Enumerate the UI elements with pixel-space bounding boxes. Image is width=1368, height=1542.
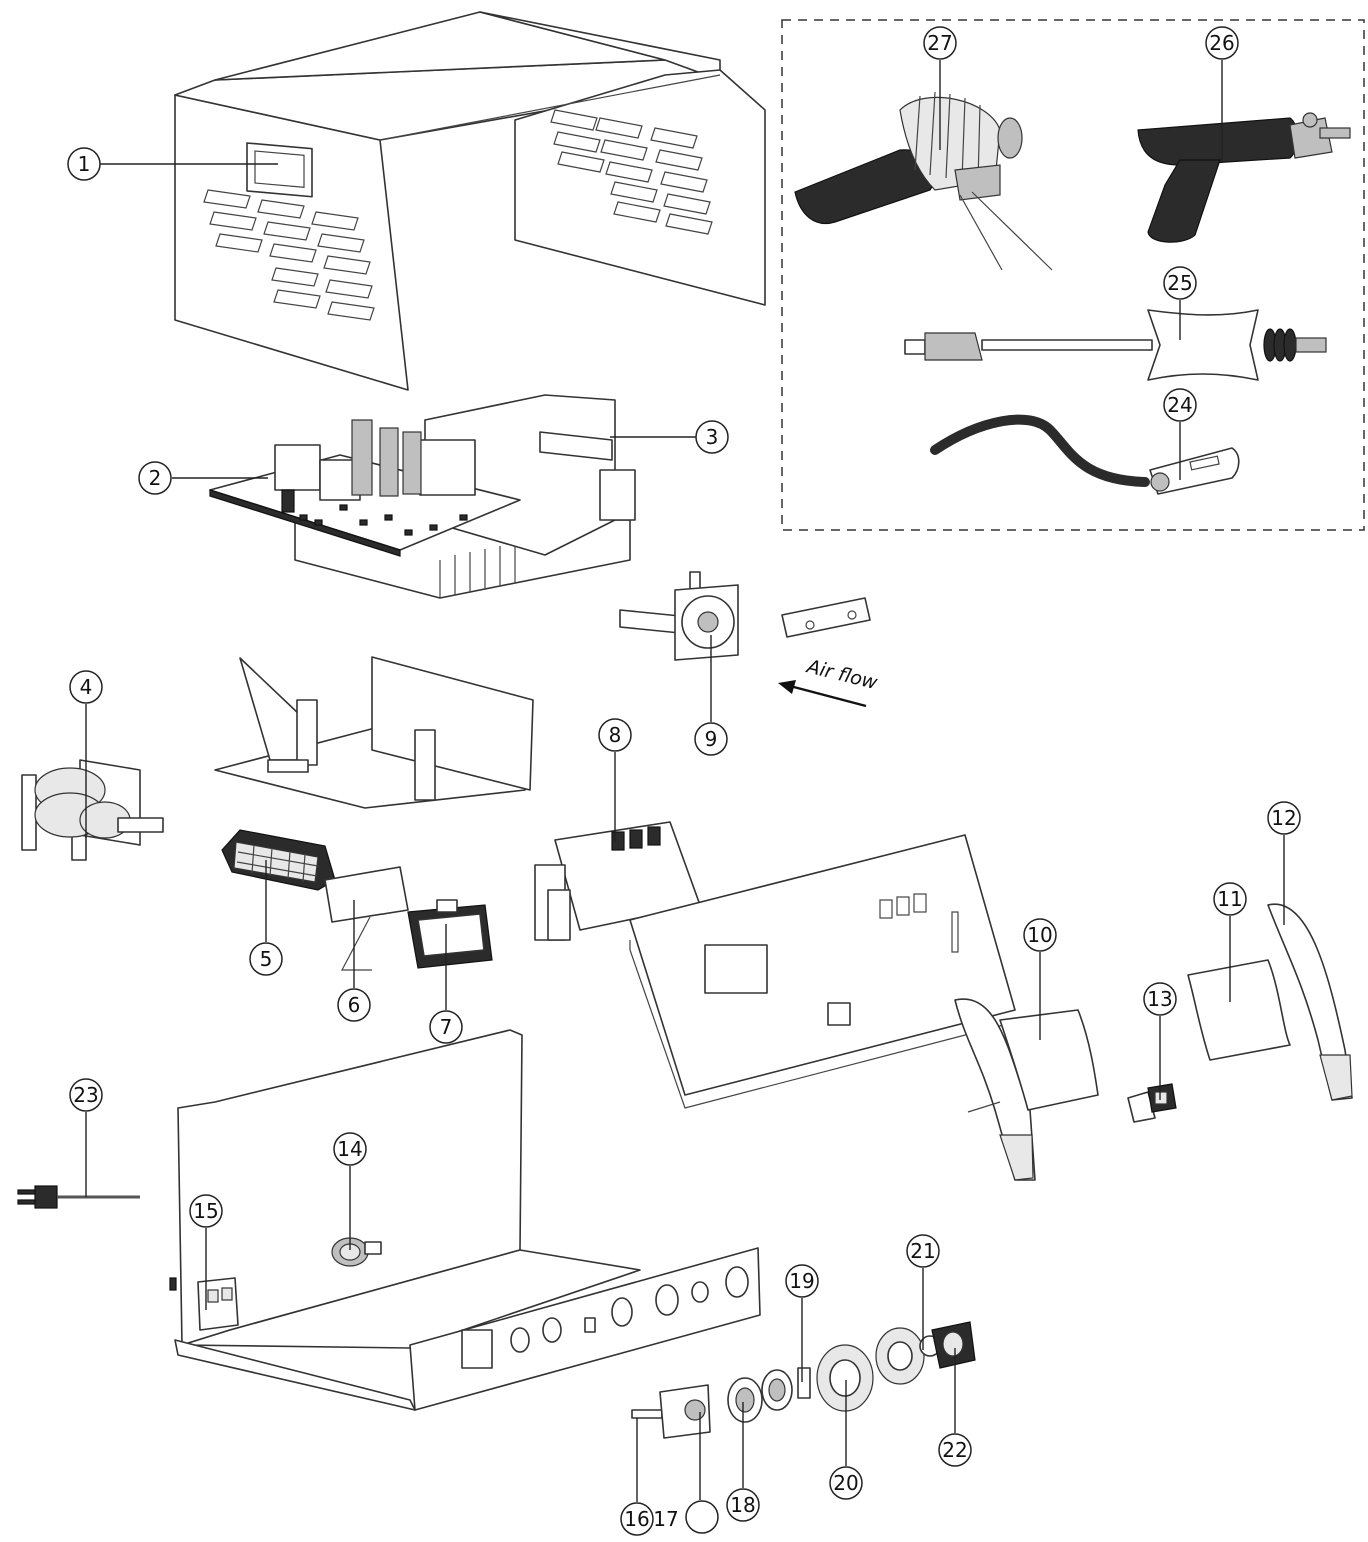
callout-10: 10 [1023,918,1057,952]
svg-text:8: 8 [609,723,622,747]
svg-text:23: 23 [73,1083,98,1107]
svg-text:25: 25 [1167,271,1192,295]
heating-gun-27 [794,91,1053,271]
accessories-dashed-box [781,19,1365,531]
callout-24: 24 [1163,388,1197,422]
svg-text:13: 13 [1147,987,1172,1011]
cable-bushing [331,1237,382,1267]
display-bezel [407,899,493,969]
svg-text:5: 5 [260,947,273,971]
callout-21: 21 [906,1234,940,1268]
callout-5: 5 [249,942,283,976]
svg-text:27: 27 [927,31,952,55]
svg-text:24: 24 [1167,393,1192,417]
earth-cable-24 [930,414,1240,495]
front-plate [629,834,1016,1109]
callout-3: 3 [695,420,729,454]
svg-text:3: 3 [706,425,719,449]
callout-27: 27 [923,26,957,60]
side-label-11 [1187,959,1291,1061]
callout-11: 11 [1213,882,1247,916]
svg-text:21: 21 [910,1239,935,1263]
svg-text:12: 12 [1271,806,1296,830]
leader-lines [85,60,1285,1502]
callout-20: 20 [829,1466,863,1500]
svg-text:2: 2 [149,466,162,490]
callout-19: 19 [785,1264,819,1298]
top-cover [174,11,766,391]
internal-bracket [214,656,534,809]
callout-8: 8 [598,718,632,752]
filter-box [221,829,336,891]
callout-2: 2 [138,461,172,495]
callout-6: 6 [337,988,371,1022]
handle-right [1267,903,1353,1101]
callout-9: 9 [694,722,728,756]
svg-text:16: 16 [624,1507,649,1531]
svg-text:19: 19 [789,1269,814,1293]
callout-23: 23 [69,1078,103,1112]
airflow-indicator: Air flow [778,655,880,708]
callout-15: 15 [189,1194,223,1228]
label-sheet [324,866,409,971]
callout-1: 1 [67,147,101,181]
airflow-label: Air flow [803,655,880,694]
svg-text:26: 26 [1209,31,1234,55]
callout-22: 22 [938,1433,972,1467]
callout-17: 17 [653,1500,719,1534]
callout-26: 26 [1205,26,1239,60]
svg-text:22: 22 [942,1438,967,1462]
callout-14: 14 [333,1132,367,1166]
callout-4: 4 [69,670,103,704]
stud-holder-25 [904,309,1327,381]
svg-text:14: 14 [337,1137,362,1161]
svg-text:17: 17 [653,1507,678,1531]
control-board [534,821,701,941]
svg-text:11: 11 [1217,887,1242,911]
svg-text:10: 10 [1027,923,1052,947]
side-label-panel [999,1009,1099,1111]
power-cable [17,1185,140,1209]
svg-text:1: 1 [78,152,91,176]
callout-16: 16 [620,1502,654,1536]
fan-assembly [619,571,871,661]
callout-12: 12 [1267,801,1301,835]
callout-7: 7 [429,1010,463,1044]
svg-text:4: 4 [80,675,93,699]
front-connectors [631,1321,976,1439]
bottom-chassis [169,1029,761,1411]
callout-18: 18 [726,1488,760,1522]
svg-text:7: 7 [440,1015,453,1039]
stud-welding-gun-26 [1137,112,1351,243]
terminal-block [197,1277,239,1331]
svg-text:15: 15 [193,1199,218,1223]
main-board-assembly [209,394,636,599]
svg-text:9: 9 [705,727,718,751]
svg-text:6: 6 [348,993,361,1017]
power-switch [1127,1083,1177,1123]
svg-text:20: 20 [833,1471,858,1495]
callout-13: 13 [1143,982,1177,1016]
callout-25: 25 [1163,266,1197,300]
inductor [21,759,164,861]
svg-text:18: 18 [730,1493,755,1517]
